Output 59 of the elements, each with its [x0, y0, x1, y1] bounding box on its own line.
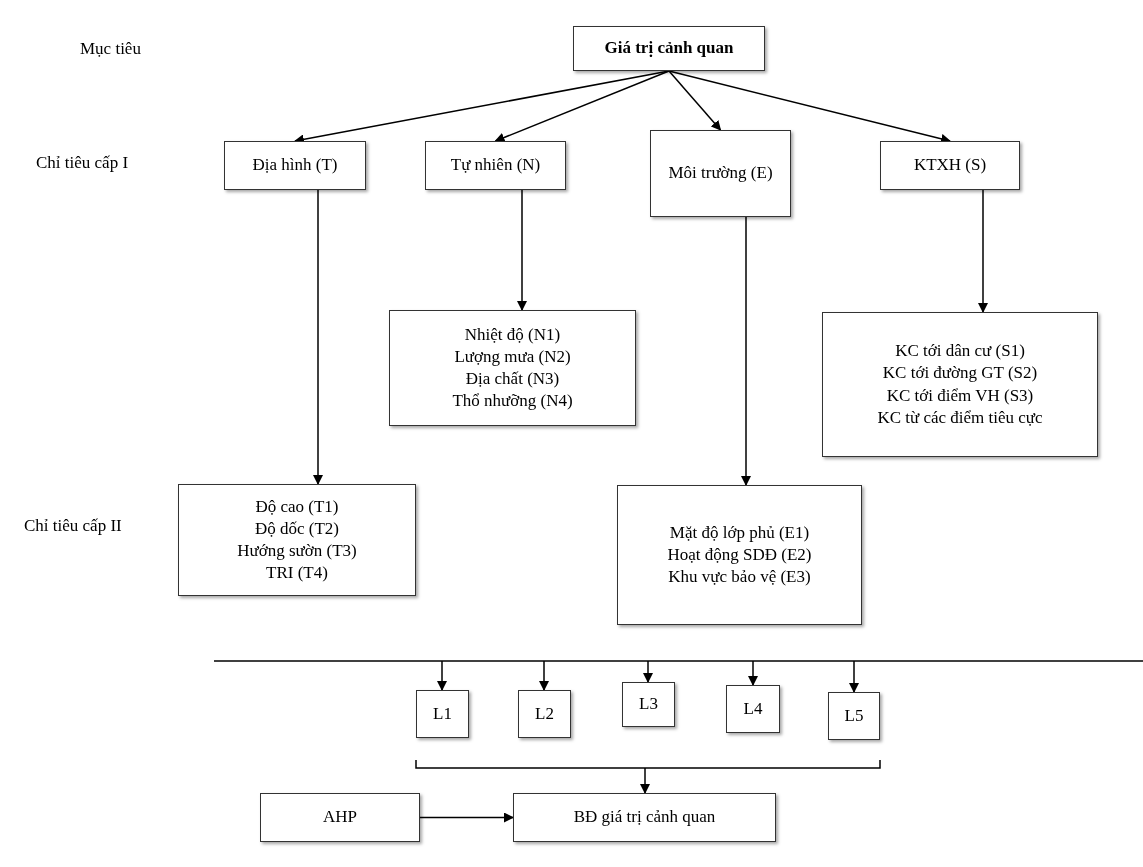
- box: [513, 793, 776, 842]
- box-text: TRI (T4): [266, 562, 328, 585]
- box-text: Mặt độ lớp phủ (E1): [669, 521, 810, 544]
- box: [518, 690, 571, 738]
- box-text: Lượng mưa (N2): [454, 345, 571, 368]
- arrow: [741, 216, 751, 486]
- level-label: Mục tiêu: [80, 38, 141, 60]
- box-text: Độ dốc (T2): [255, 517, 339, 540]
- level-label: Chỉ tiêu cấp I: [36, 152, 129, 174]
- box: [260, 793, 420, 842]
- box-text: Độ cao (T1): [255, 495, 339, 518]
- box-text: L3: [639, 693, 658, 716]
- box: [828, 692, 880, 740]
- box-text: Khu vực bảo vệ (E3): [668, 566, 811, 589]
- arrow: [313, 189, 323, 485]
- arrow: [748, 660, 758, 686]
- box: [573, 26, 765, 71]
- box-text: Hướng sườn (T3): [237, 540, 357, 562]
- box-text: L4: [743, 697, 763, 720]
- box: [650, 130, 791, 217]
- box-text: Nhiệt độ (N1): [464, 323, 561, 346]
- arrow: [419, 812, 514, 823]
- box-text: KC tới đường GT (S2): [882, 362, 1038, 385]
- box-text: L2: [535, 702, 554, 725]
- box: [389, 310, 636, 426]
- arrow: [517, 189, 527, 311]
- box-text: Môi trường (E): [668, 162, 773, 185]
- box: [822, 312, 1098, 457]
- arrow: [539, 660, 549, 691]
- box: [622, 682, 675, 727]
- box-text: KC tới dân cư (S1): [895, 340, 1025, 363]
- box: [425, 141, 566, 190]
- box: [726, 685, 780, 733]
- box-text: Địa hình (T): [252, 154, 338, 177]
- box: [178, 484, 416, 596]
- box: [416, 690, 469, 738]
- box-text: KC từ các điểm tiêu cực: [877, 406, 1043, 429]
- box: [224, 141, 366, 190]
- box-text: AHP: [323, 806, 357, 829]
- box: [617, 485, 862, 625]
- box-text: Địa chất (N3): [465, 368, 560, 390]
- box-text: Hoạt động SDĐ (E2): [667, 543, 812, 566]
- box-text: Thổ nhưỡng (N4): [452, 390, 573, 413]
- box-text: L5: [844, 704, 864, 727]
- box-text: Giá trị cảnh quan: [604, 37, 734, 60]
- arrow: [437, 660, 447, 691]
- arrow: [668, 70, 722, 131]
- box-text: Tự nhiên (N): [450, 154, 541, 177]
- box-text: KC tới điểm VH (S3): [886, 384, 1034, 407]
- arrow: [643, 660, 653, 683]
- box-text: BĐ giá trị cảnh quan: [573, 806, 716, 829]
- box: [880, 141, 1020, 190]
- arrow: [978, 189, 988, 313]
- box-text: L1: [433, 702, 452, 725]
- box-text: KTXH (S): [913, 154, 987, 177]
- level-label: Chỉ tiêu cấp II: [24, 515, 122, 537]
- arrow: [849, 660, 859, 693]
- arrow: [640, 767, 650, 794]
- arrow: [494, 70, 670, 143]
